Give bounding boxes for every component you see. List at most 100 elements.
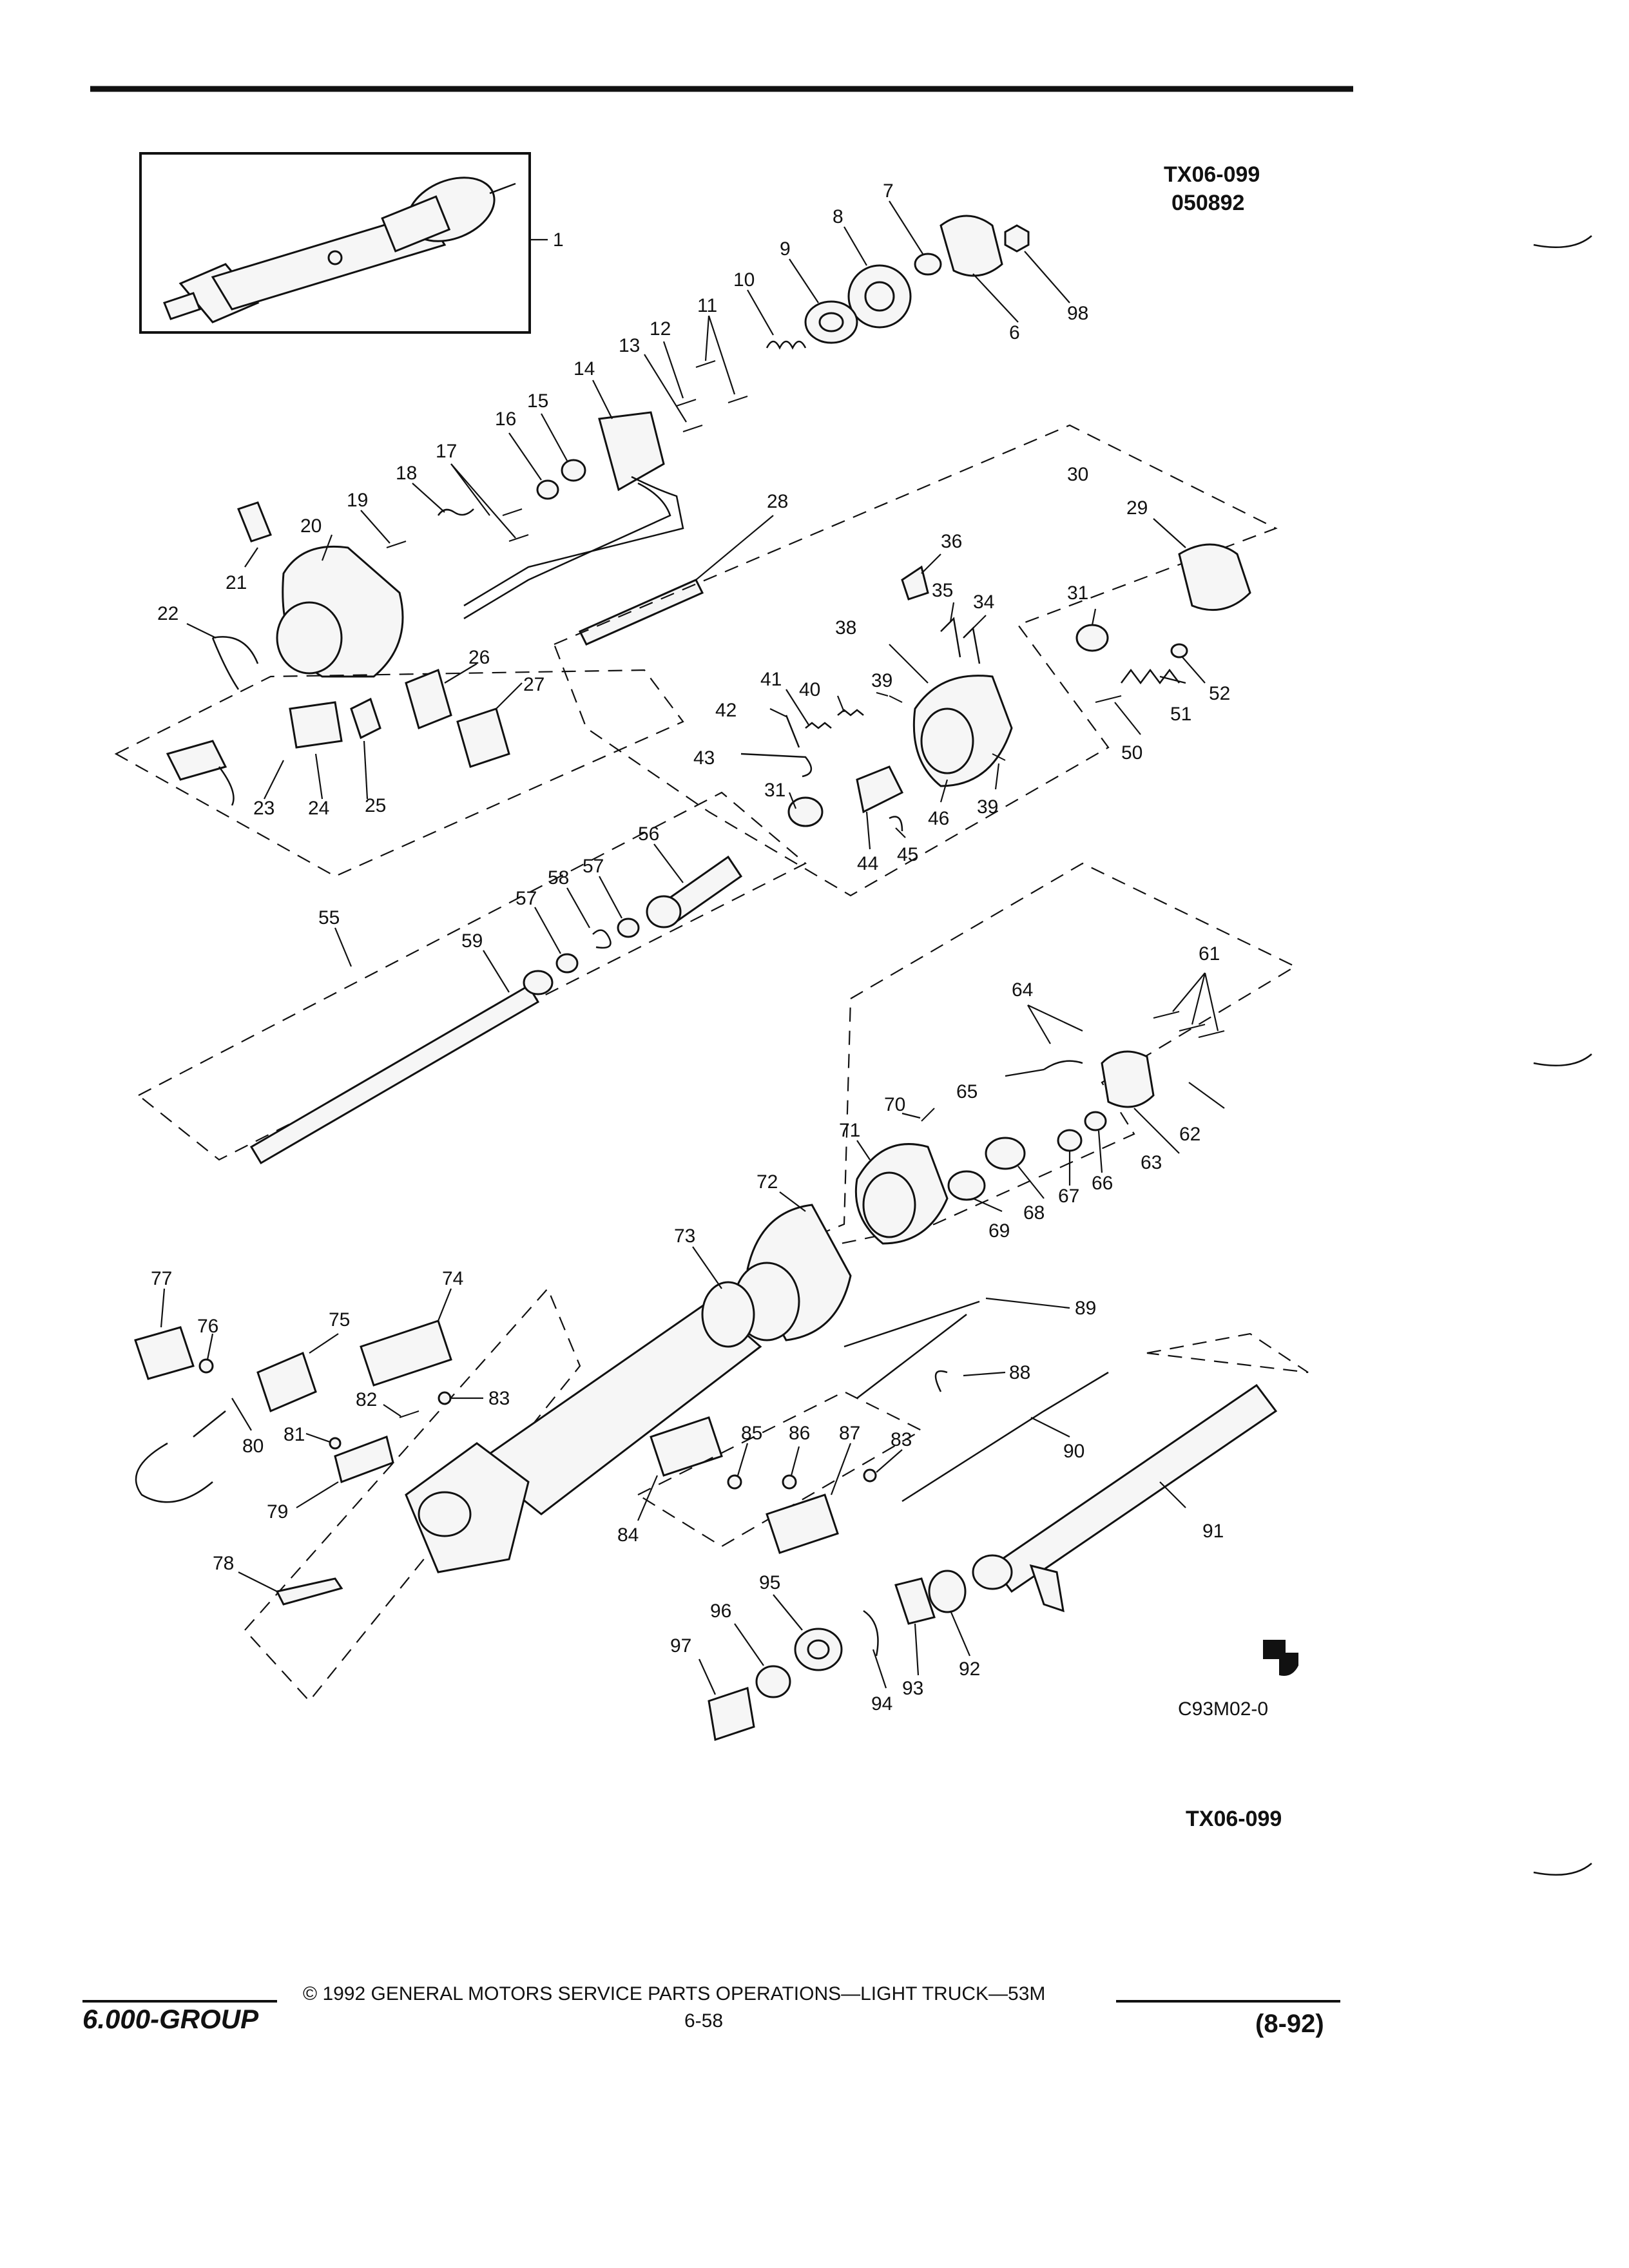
lower-tube-group [698,1332,1309,1741]
part-label: 26 [468,647,490,668]
edge-mark [1533,235,1592,249]
part-label: 66 [1092,1173,1113,1194]
part-label: 75 [329,1309,350,1331]
part-label: 34 [973,591,994,613]
part-label: 94 [871,1693,892,1715]
part-label: 85 [741,1423,762,1444]
part-label: 59 [461,930,483,952]
part-label: 40 [799,679,820,700]
edge-mark [1533,1863,1592,1876]
figure-code: C93M02-0 [1178,1698,1268,1720]
part-label: 70 [884,1094,905,1115]
part-label: 25 [365,795,386,816]
part-label: 73 [674,1225,695,1247]
part-label: 90 [1063,1441,1084,1462]
part-label: 6 [1009,322,1020,343]
part-label: 46 [928,808,949,829]
part-label: 77 [151,1268,172,1289]
part-label: 36 [941,531,962,552]
mid-group [733,862,1297,1341]
part-label: 71 [839,1120,860,1141]
part-label: 20 [300,515,322,537]
part-label: 39 [871,670,892,691]
part-label: 10 [733,269,755,291]
bottom-code: TX06-099 [1186,1807,1282,1831]
part-label: 30 [1067,464,1088,485]
part-label: 86 [789,1423,810,1444]
upper-parts [186,200,1070,690]
part-label: 80 [242,1436,264,1457]
part-label: 95 [759,1572,780,1593]
part-label: 55 [318,907,340,928]
part-label: 19 [347,490,368,511]
part-label: 43 [693,747,715,769]
part-label: 17 [436,441,457,462]
footer-date: (8-92) [1255,2010,1324,2038]
part-label: 72 [757,1171,778,1193]
part-label: 39 [977,796,998,818]
part-label: 13 [619,335,640,356]
part-label: 14 [574,358,595,380]
part-label: 81 [284,1424,305,1445]
part-label: 56 [638,823,659,845]
part-label: 27 [523,674,545,695]
part-label: 50 [1121,742,1142,764]
part-label: 18 [396,463,417,484]
lock-housing-group [553,424,1278,897]
part-label: 42 [715,700,737,721]
switch-group [114,663,684,878]
footer-group: 6.000-GROUP [82,2004,259,2034]
part-label: 1 [553,229,564,251]
part-label: 7 [883,180,894,202]
part-label: 44 [857,853,878,874]
part-label: 16 [495,408,516,430]
footer-page: 6-58 [684,2010,723,2032]
header-date-code: 050892 [1171,191,1244,215]
part-label: 76 [197,1316,218,1337]
part-label: 84 [617,1524,639,1546]
part-label: 51 [1170,704,1191,725]
header-code: TX06-099 [1164,162,1260,187]
part-label: 52 [1209,683,1230,704]
part-labels: 7 8 9 10 11 12 13 14 15 16 17 18 19 20 2… [151,180,1230,1715]
part-label: 65 [956,1081,978,1102]
part-label: 83 [488,1388,510,1409]
logo-mark [1263,1640,1298,1676]
part-label: 31 [1067,582,1088,604]
part-label: 22 [157,603,178,624]
part-label: 74 [442,1268,463,1289]
part-label: 21 [226,572,247,593]
part-label: 38 [835,617,856,639]
part-label: 83 [891,1429,912,1450]
part-label: 98 [1067,303,1088,324]
part-label: 8 [833,206,843,227]
part-label: 41 [760,669,782,690]
part-label: 88 [1009,1362,1030,1383]
part-label: 31 [764,780,786,801]
part-label: 87 [839,1423,860,1444]
part-label: 9 [780,238,791,260]
part-label: 15 [527,390,548,412]
part-label: 61 [1199,943,1220,965]
part-label: 91 [1202,1521,1224,1542]
main-column-group [134,1246,1109,1702]
part-label: 29 [1126,497,1148,519]
part-label: 67 [1058,1186,1079,1207]
part-label: 79 [267,1501,288,1523]
part-label: 28 [767,491,788,512]
part-label: 58 [548,867,569,889]
part-label: 45 [897,844,918,865]
shaft-group [137,791,807,1165]
edge-mark [1533,1053,1592,1067]
part-label: 64 [1012,979,1033,1001]
part-label: 97 [670,1635,691,1657]
part-label: 12 [650,318,671,340]
part-label: 68 [1023,1202,1045,1224]
part-label: 93 [902,1678,923,1699]
part-label: 24 [308,798,329,819]
part-label: 92 [959,1658,980,1680]
part-label: 23 [253,798,275,819]
footer-copyright: © 1992 GENERAL MOTORS SERVICE PARTS OPER… [303,1983,1045,2004]
part-label: 35 [932,580,953,601]
part-label: 69 [988,1220,1010,1242]
